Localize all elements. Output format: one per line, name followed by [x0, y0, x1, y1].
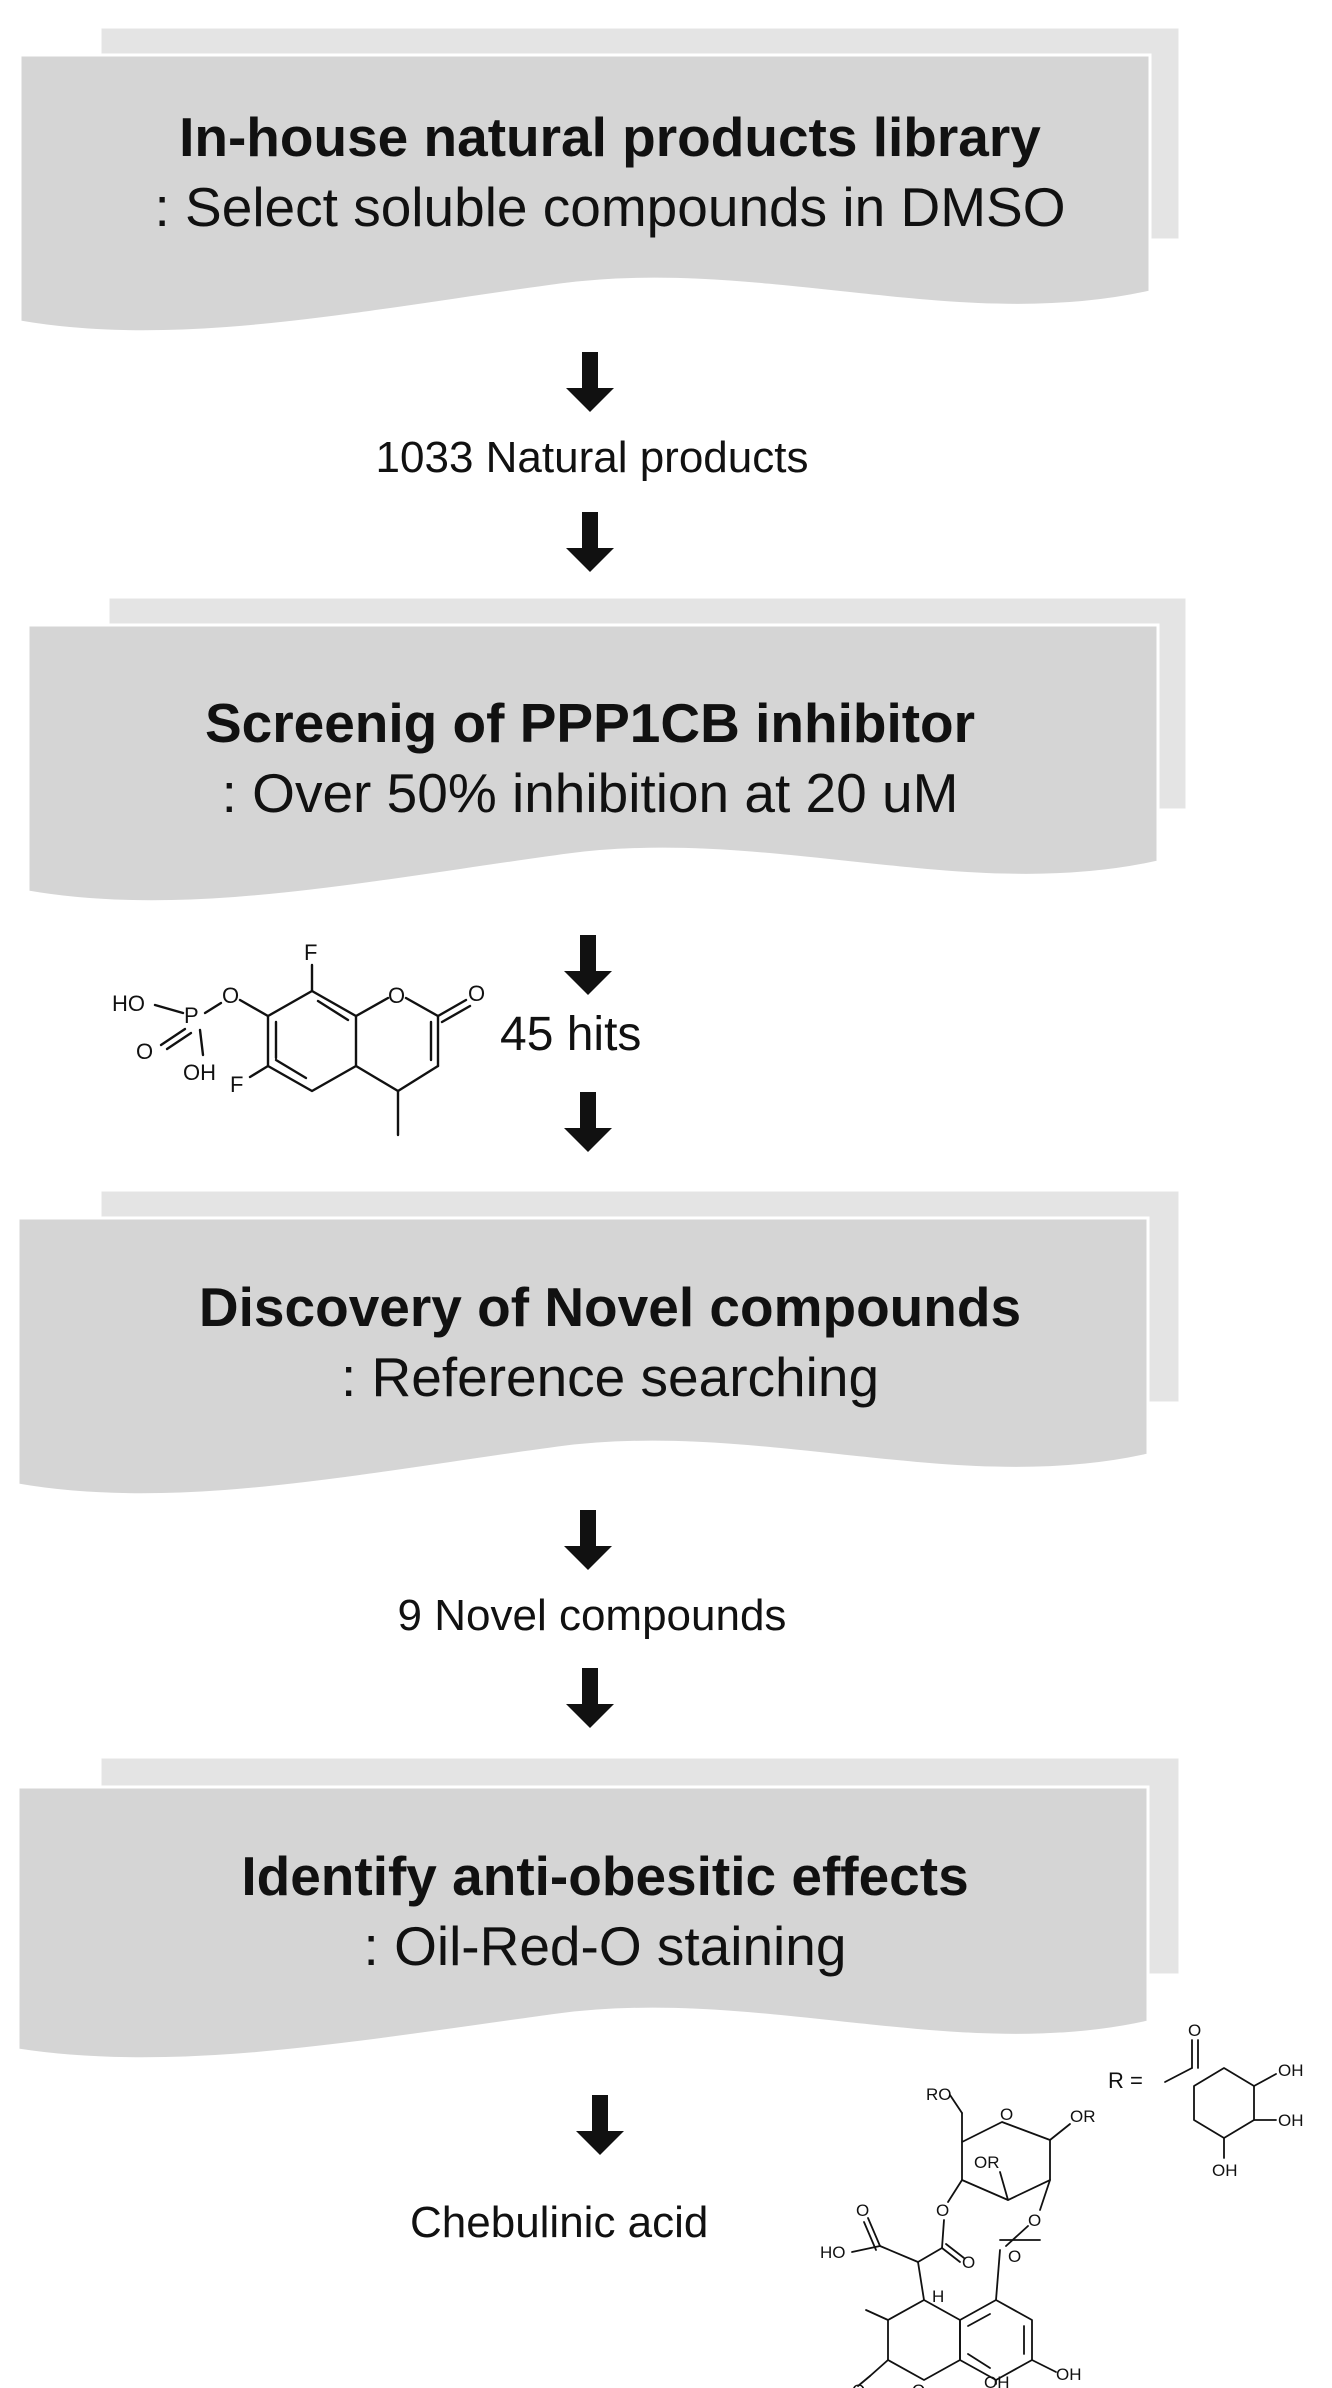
flow-arrow: [564, 1092, 612, 1152]
natural-products-count: 1033 Natural products: [376, 433, 809, 482]
svg-text:OH: OH: [1278, 2061, 1304, 2080]
svg-text:F: F: [304, 940, 317, 965]
r-group-structure: R = O OH OH OH: [1108, 2021, 1304, 2180]
svg-text:O: O: [468, 981, 485, 1006]
svg-text:OH: OH: [984, 2373, 1010, 2388]
step-title: In-house natural products library: [179, 106, 1041, 168]
hits-count: 45 hits: [500, 1008, 641, 1061]
step-title: Identify anti-obesitic effects: [241, 1845, 968, 1907]
step-title: Discovery of Novel compounds: [199, 1276, 1021, 1338]
step-subtitle: : Reference searching: [341, 1346, 879, 1408]
step-box-face: [16, 1216, 1150, 1497]
flow-arrow: [566, 512, 614, 572]
svg-text:OH: OH: [1212, 2161, 1238, 2180]
svg-text:O: O: [1028, 2211, 1041, 2230]
step-box-face: [18, 53, 1152, 334]
svg-text:H: H: [932, 2287, 944, 2306]
step-title: Screenig of PPP1CB inhibitor: [205, 692, 975, 754]
svg-text:OH: OH: [1056, 2365, 1082, 2384]
step-box-face: [26, 623, 1160, 904]
svg-text:OR: OR: [1070, 2107, 1096, 2126]
svg-text:O: O: [912, 2381, 925, 2388]
svg-text:RO: RO: [926, 2085, 952, 2104]
svg-text:O: O: [222, 983, 239, 1008]
svg-text:HO: HO: [112, 991, 145, 1016]
svg-text:OH: OH: [183, 1060, 216, 1085]
step-box-face: [16, 1785, 1150, 2061]
step-subtitle: : Over 50% inhibition at 20 uM: [222, 762, 959, 824]
substrate-structure: HO P O O OH F F O O: [112, 940, 485, 1137]
svg-text:O: O: [962, 2253, 975, 2272]
svg-text:O: O: [388, 983, 405, 1008]
svg-text:R =: R =: [1108, 2068, 1143, 2093]
svg-text:O: O: [136, 1039, 153, 1064]
step-box-library: In-house natural products library : Sele…: [18, 25, 1182, 334]
flow-arrow: [564, 935, 612, 995]
svg-text:O: O: [936, 2201, 949, 2220]
novel-compounds-count: 9 Novel compounds: [398, 1591, 787, 1640]
svg-text:P: P: [184, 1003, 199, 1028]
svg-text:OH: OH: [1278, 2111, 1304, 2130]
step-box-anti-obesity: Identify anti-obesitic effects : Oil-Red…: [16, 1755, 1182, 2061]
svg-text:OR: OR: [974, 2153, 1000, 2172]
svg-text:O: O: [1188, 2021, 1201, 2040]
svg-text:HO: HO: [820, 2243, 846, 2262]
step-box-screening: Screenig of PPP1CB inhibitor : Over 50% …: [26, 595, 1189, 904]
result-compound-name: Chebulinic acid: [410, 2198, 708, 2247]
flow-arrow: [566, 352, 614, 412]
product-structure: RO O OR OR O O O HO O H: [820, 2085, 1096, 2388]
step-subtitle: : Select soluble compounds in DMSO: [155, 176, 1066, 238]
svg-text:O: O: [1008, 2247, 1021, 2266]
svg-text:F: F: [230, 1072, 243, 1097]
flow-arrow: [564, 1510, 612, 1570]
flow-arrow: [576, 2095, 624, 2155]
svg-text:O: O: [856, 2201, 869, 2220]
step-subtitle: : Oil-Red-O staining: [364, 1915, 847, 1977]
step-box-discovery: Discovery of Novel compounds : Reference…: [16, 1188, 1182, 1497]
flow-arrow: [566, 1668, 614, 1728]
svg-text:O: O: [1000, 2105, 1013, 2124]
